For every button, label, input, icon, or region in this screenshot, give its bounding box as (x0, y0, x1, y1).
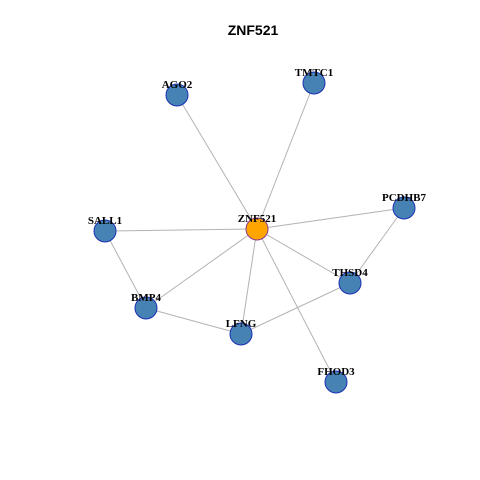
node-tmtc1: TMTC1 (295, 67, 334, 95)
edge-znf521-ago2 (176, 94, 258, 230)
node-circle-tmtc1 (302, 71, 326, 95)
edge-layer (104, 82, 405, 383)
node-lfng: LFNG (226, 318, 257, 346)
node-sall1: SALL1 (88, 215, 122, 243)
node-label-tmtc1: TMTC1 (295, 67, 334, 79)
edge-znf521-thsd4 (256, 228, 351, 284)
node-ago2: AGO2 (162, 79, 193, 107)
edge-znf521-fhod3 (256, 228, 337, 383)
edge-bmp4-lfng (145, 307, 242, 335)
node-circle-ago2 (165, 83, 189, 107)
edge-znf521-lfng (240, 228, 258, 335)
node-circle-lfng (229, 322, 253, 346)
edge-sall1-bmp4 (104, 230, 147, 309)
node-circle-sall1 (93, 219, 117, 243)
node-bmp4: BMP4 (131, 292, 161, 320)
node-label-thsd4: THSD4 (332, 267, 368, 279)
edge-znf521-sall1 (104, 228, 258, 232)
edge-lfng-thsd4 (240, 282, 351, 335)
node-circle-thsd4 (338, 271, 362, 295)
node-fhod3: FHOD3 (317, 366, 355, 394)
node-label-sall1: SALL1 (88, 215, 122, 227)
edge-znf521-tmtc1 (256, 82, 315, 230)
node-label-bmp4: BMP4 (131, 292, 161, 304)
node-znf521: ZNF521 (238, 213, 277, 241)
node-circle-pcdhb7 (392, 196, 416, 220)
node-label-pcdhb7: PCDHB7 (382, 192, 427, 204)
node-circle-bmp4 (134, 296, 158, 320)
node-circle-fhod3 (324, 370, 348, 394)
node-label-lfng: LFNG (226, 318, 257, 330)
diagram-title: ZNF521 (228, 22, 279, 38)
node-pcdhb7: PCDHB7 (382, 192, 427, 220)
node-circle-znf521 (245, 217, 269, 241)
edge-znf521-pcdhb7 (256, 207, 405, 230)
node-label-ago2: AGO2 (162, 79, 193, 91)
node-label-znf521: ZNF521 (238, 213, 277, 225)
edge-pcdhb7-thsd4 (349, 207, 405, 284)
node-label-fhod3: FHOD3 (317, 366, 355, 378)
node-thsd4: THSD4 (332, 267, 368, 295)
edge-znf521-bmp4 (145, 228, 258, 309)
